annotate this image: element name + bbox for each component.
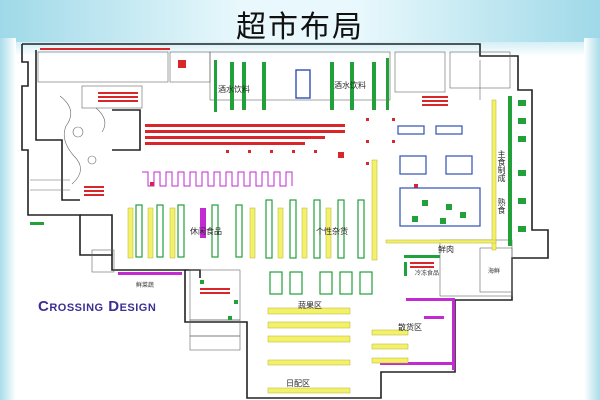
- refrigerated-units: [397, 125, 481, 227]
- right-decor-stripe: [584, 38, 600, 400]
- label-fresh-produce: 鲜菜蔬: [136, 282, 155, 289]
- magenta-fixtures: [118, 69, 455, 370]
- label-frozen: 冷冻食品: [415, 270, 440, 277]
- green-fixtures: [30, 58, 526, 320]
- label-produce: 蔬果区: [298, 301, 322, 310]
- brand-logo-text: Crossing Design: [38, 298, 157, 315]
- slide-title: 超市布局: [236, 10, 364, 45]
- label-bulk: 散货区: [398, 323, 422, 332]
- label-dairy: 日配区: [286, 379, 310, 388]
- title-band: [0, 0, 600, 42]
- red-fixtures: [40, 48, 448, 294]
- label-drinks-left: 酒水饮料: [218, 85, 250, 94]
- label-household: 个性杂货: [316, 227, 348, 236]
- yellow-fixtures: [127, 99, 497, 394]
- gondola-shelves: [135, 199, 373, 295]
- left-decor-stripe: [0, 38, 16, 400]
- label-seafood: 海鲜: [488, 268, 501, 275]
- label-snacks: 休闲食品: [190, 227, 222, 236]
- label-staple: 主食制成: [497, 150, 506, 182]
- display-tables: [226, 118, 395, 165]
- interior-lines: [30, 51, 513, 351]
- label-drinks-right: 酒水饮料: [334, 81, 366, 90]
- label-cooked: 熟食: [497, 198, 506, 214]
- promo-fixture-row: [142, 171, 293, 187]
- label-meat: 鲜肉: [438, 245, 454, 254]
